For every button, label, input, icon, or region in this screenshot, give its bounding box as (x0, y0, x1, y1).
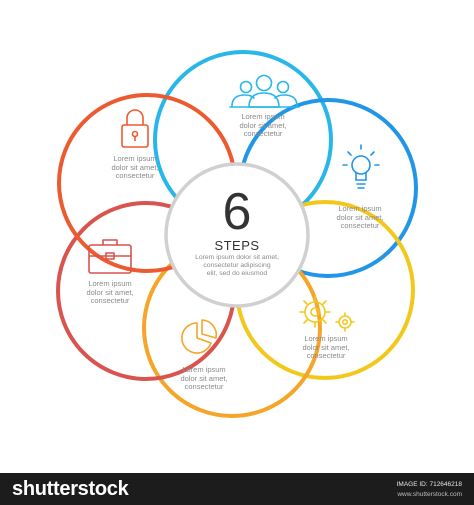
center-steps-label: STEPS (214, 238, 260, 253)
step-text-line: Lorem ipsum (182, 365, 226, 374)
step-6-text: Lorem ipsum dolor sit amet, consectetur (80, 154, 190, 181)
step-text-line: dolor sit amet, (239, 120, 287, 130)
brand-logo: shutterstock (12, 478, 129, 500)
ring-layer (56, 50, 418, 418)
center-description-line: consectetur adipiscing (203, 261, 271, 269)
step-text-line: consectetur (243, 129, 283, 139)
site-url: www.shutterstock.com (397, 491, 462, 498)
center-description: Lorem ipsum dolor sit amet, consectetur … (177, 254, 297, 277)
lightbulb-icon (342, 144, 380, 189)
step-text-line: consectetur (115, 171, 155, 181)
step-text-line: dolor sit amet, (111, 162, 159, 172)
padlock-icon (121, 109, 149, 148)
step-text-line: dolor sit amet, (336, 212, 384, 222)
step-text-line: consectetur (340, 221, 380, 231)
step-text-line: Lorem ipsum (304, 334, 348, 343)
step-text-line: Lorem ipsum (241, 112, 285, 121)
stock-footer-bar: shutterstock IMAGE ID: 712646218 www.shu… (0, 473, 474, 505)
center-description-line: Lorem ipsum dolor sit amet, (195, 254, 279, 261)
icon-layer (88, 74, 380, 354)
people-icon (229, 74, 300, 108)
image-id-label: IMAGE ID: 712646218 (396, 481, 462, 488)
step-4-text: Lorem ipsum dolor sit amet, consectetur (149, 365, 259, 392)
step-text-line: consectetur (90, 296, 130, 306)
step-text-line: Lorem ipsum (338, 204, 382, 213)
center-ring (164, 162, 310, 308)
step-1-text: Lorem ipsum dolor sit amet, consectetur (208, 112, 318, 139)
pie-chart-icon (181, 319, 218, 354)
step-5-text: Lorem ipsum dolor sit amet, consectetur (55, 279, 165, 306)
step-text-line: dolor sit amet, (302, 342, 350, 352)
step-text-line: consectetur (184, 382, 224, 392)
center-description-line: elit, sed do eiusmod (206, 269, 268, 277)
step-text-line: dolor sit amet, (86, 287, 134, 297)
step-text-line: dolor sit amet, (180, 373, 228, 383)
step-2-text: Lorem ipsum dolor sit amet, consectetur (305, 204, 415, 231)
center-step-count: 6 (222, 183, 252, 241)
gears-icon (299, 296, 355, 332)
six-steps-diagram: Lorem ipsum dolor sit amet, consectetur … (55, 50, 418, 418)
step-text-line: Lorem ipsum (113, 154, 157, 163)
step-text-line: Lorem ipsum (88, 279, 132, 288)
briefcase-icon (88, 239, 132, 274)
step-text-line: consectetur (306, 351, 346, 361)
step-3-text: Lorem ipsum dolor sit amet, consectetur (271, 334, 381, 361)
